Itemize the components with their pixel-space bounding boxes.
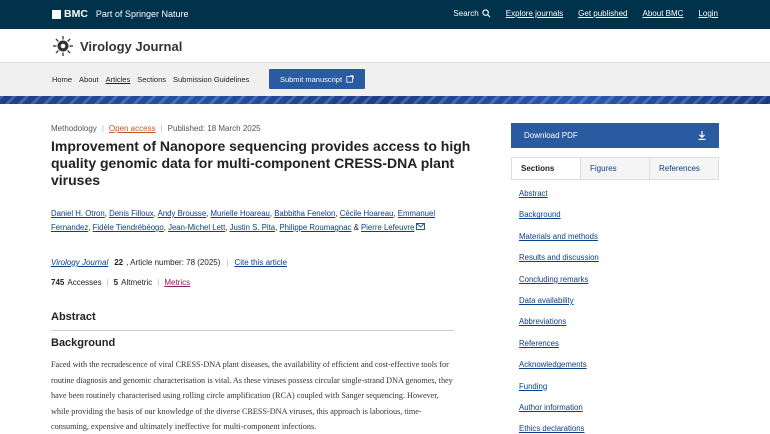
bmc-logo-text: BMC	[64, 8, 88, 20]
author-link[interactable]: Babbitha Fenelon	[274, 209, 336, 218]
section-link-background[interactable]: Background	[519, 210, 561, 220]
section-link-funding[interactable]: Funding	[519, 381, 548, 391]
bmc-logo: BMC	[52, 8, 88, 20]
top-bar: BMC Part of Springer Nature Search Explo…	[0, 0, 770, 29]
altmetric-count: 5	[113, 278, 119, 287]
top-nav: Search Explore journals Get published Ab…	[438, 9, 718, 18]
author-link[interactable]: Justin S. Pita	[229, 223, 276, 232]
author-link[interactable]: Philippe Roumagnac	[279, 223, 352, 232]
article-meta: Methodology | Open access | Published: 1…	[51, 124, 261, 133]
section-link-materials-and-methods[interactable]: Materials and methods	[519, 231, 598, 241]
accesses-label: Accesses	[67, 278, 102, 287]
download-pdf-label: Download PDF	[524, 131, 578, 140]
citation-line: Virology Journal 22 , Article number: 78…	[51, 258, 287, 267]
author-link[interactable]: Fidèle Tiendrébéogo	[92, 223, 164, 232]
tab-references[interactable]: References	[649, 158, 718, 179]
download-pdf-button[interactable]: Download PDF	[511, 123, 719, 148]
journal-logo[interactable]: Virology Journal	[52, 35, 182, 57]
journal-name-link[interactable]: Virology Journal	[51, 258, 109, 267]
tab-sections[interactable]: Sections	[512, 158, 580, 179]
article-metrics: 745 Accesses | 5 Altmetric | Metrics	[51, 278, 191, 287]
author-link[interactable]: Denis Filloux	[109, 209, 154, 218]
nav-about[interactable]: About	[79, 75, 99, 84]
login-link[interactable]: Login	[698, 9, 718, 18]
article-number: , Article number: 78 (2025)	[126, 258, 221, 267]
sidebar-tabs: Sections Figures References	[511, 157, 719, 180]
download-icon	[698, 131, 706, 140]
section-link-concluding-remarks[interactable]: Concluding remarks	[519, 274, 589, 284]
decorative-banner	[0, 96, 770, 104]
journal-nav: Home About Articles Sections Submission …	[0, 62, 770, 96]
nav-articles[interactable]: Articles	[105, 75, 131, 84]
metrics-link[interactable]: Metrics	[164, 278, 191, 287]
sections-list: Abstract Background Materials and method…	[519, 189, 599, 434]
section-link-abstract[interactable]: Abstract	[519, 189, 548, 198]
author-link[interactable]: Emmanuel Fernandez	[51, 209, 436, 232]
brand[interactable]: BMC Part of Springer Nature	[52, 8, 188, 20]
about-bmc-link[interactable]: About BMC	[642, 9, 684, 18]
accesses-count: 745	[51, 278, 65, 287]
journal-title: Virology Journal	[80, 38, 183, 54]
external-link-icon	[346, 75, 354, 83]
tab-figures[interactable]: Figures	[580, 158, 649, 179]
section-link-references[interactable]: References	[519, 338, 559, 348]
background-paragraph: Faced with the recrudescence of viral CR…	[51, 360, 453, 431]
journal-nav-items: Home About Articles Sections Submission …	[52, 75, 256, 84]
submit-manuscript-label: Submit manuscript	[279, 74, 343, 84]
part-of-springer-nature: Part of Springer Nature	[95, 9, 189, 19]
explore-journals-link[interactable]: Explore journals	[505, 9, 564, 18]
email-icon[interactable]	[416, 223, 426, 230]
article-type: Methodology	[51, 124, 97, 133]
submit-manuscript-button[interactable]: Submit manuscript	[269, 69, 365, 89]
author-link[interactable]: Andy Brousse	[157, 209, 207, 218]
published-date: Published: 18 March 2025	[167, 124, 261, 133]
section-link-data-availability[interactable]: Data availability	[519, 295, 574, 305]
section-link-results-and-discussion[interactable]: Results and discussion	[519, 253, 599, 263]
get-published-link[interactable]: Get published	[578, 9, 628, 18]
nav-home[interactable]: Home	[52, 75, 73, 84]
virus-icon	[53, 36, 73, 56]
search-link[interactable]: Search	[453, 9, 491, 18]
search-label: Search	[453, 9, 479, 18]
author-link[interactable]: Jean-Michel Lett	[168, 223, 226, 232]
author-link[interactable]: Murielle Hoareau	[210, 209, 270, 218]
section-link-acknowledgements[interactable]: Acknowledgements	[519, 360, 587, 370]
journal-header: Virology Journal	[0, 29, 770, 62]
author-list: Daniel H. Otron, Denis Filloux, Andy Bro…	[51, 209, 436, 232]
background-heading: Background	[51, 337, 116, 349]
section-link-author-information[interactable]: Author information	[519, 402, 583, 412]
author-link[interactable]: Daniel H. Otron	[51, 209, 105, 218]
volume: 22	[114, 258, 124, 267]
divider	[51, 330, 454, 331]
nav-sections[interactable]: Sections	[137, 75, 166, 84]
altmetric-label: Altmetric	[121, 278, 153, 287]
abstract-heading: Abstract	[51, 311, 96, 323]
section-link-ethics-declarations[interactable]: Ethics declarations	[519, 424, 585, 434]
article-title: Improvement of Nanopore sequencing provi…	[51, 138, 471, 188]
cite-this-article-link[interactable]: Cite this article	[234, 258, 287, 267]
author-link[interactable]: Cécile Hoareau	[339, 209, 394, 218]
nav-submission-guidelines[interactable]: Submission Guidelines	[173, 75, 250, 84]
open-access-link[interactable]: Open access	[108, 124, 156, 133]
author-link[interactable]: Pierre Lefeuvre	[360, 223, 415, 232]
search-icon	[482, 9, 491, 18]
section-link-abbreviations[interactable]: Abbreviations	[519, 317, 567, 327]
